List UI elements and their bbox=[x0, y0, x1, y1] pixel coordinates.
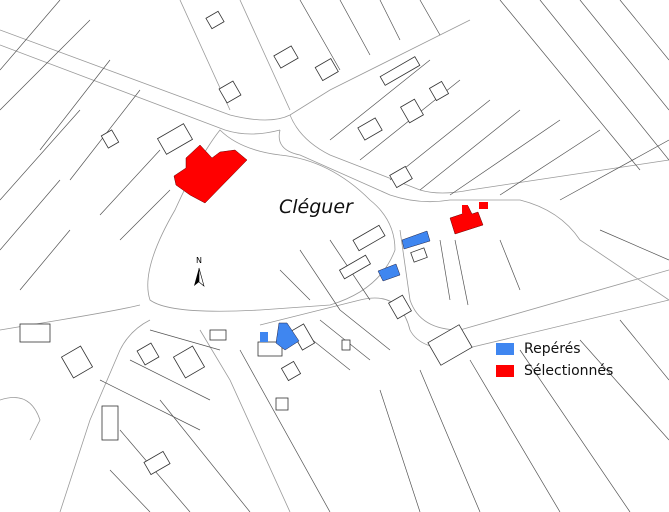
legend-item-identified: Repérés bbox=[496, 338, 613, 360]
identified-building[interactable] bbox=[377, 263, 401, 282]
north-label: N bbox=[196, 256, 202, 265]
identified-building[interactable] bbox=[260, 332, 268, 342]
legend-label: Repérés bbox=[524, 341, 581, 357]
north-arrow: N bbox=[193, 256, 209, 290]
legend-swatch-red bbox=[496, 365, 514, 377]
identified-building[interactable] bbox=[401, 230, 431, 250]
selected-building[interactable] bbox=[173, 144, 248, 204]
selected-building[interactable] bbox=[462, 205, 468, 213]
selected-buildings bbox=[173, 144, 488, 235]
identified-buildings bbox=[260, 230, 431, 351]
identified-building[interactable] bbox=[275, 322, 300, 351]
north-arrow-icon bbox=[194, 267, 205, 287]
legend-item-selected: Sélectionnés bbox=[496, 360, 613, 382]
buildings bbox=[19, 10, 473, 476]
legend-label: Sélectionnés bbox=[524, 363, 614, 379]
selected-building[interactable] bbox=[479, 202, 488, 209]
place-name-label: Cléguer bbox=[279, 196, 353, 218]
legend-swatch-blue bbox=[496, 343, 514, 355]
legend: Repérés Sélectionnés bbox=[496, 338, 613, 382]
